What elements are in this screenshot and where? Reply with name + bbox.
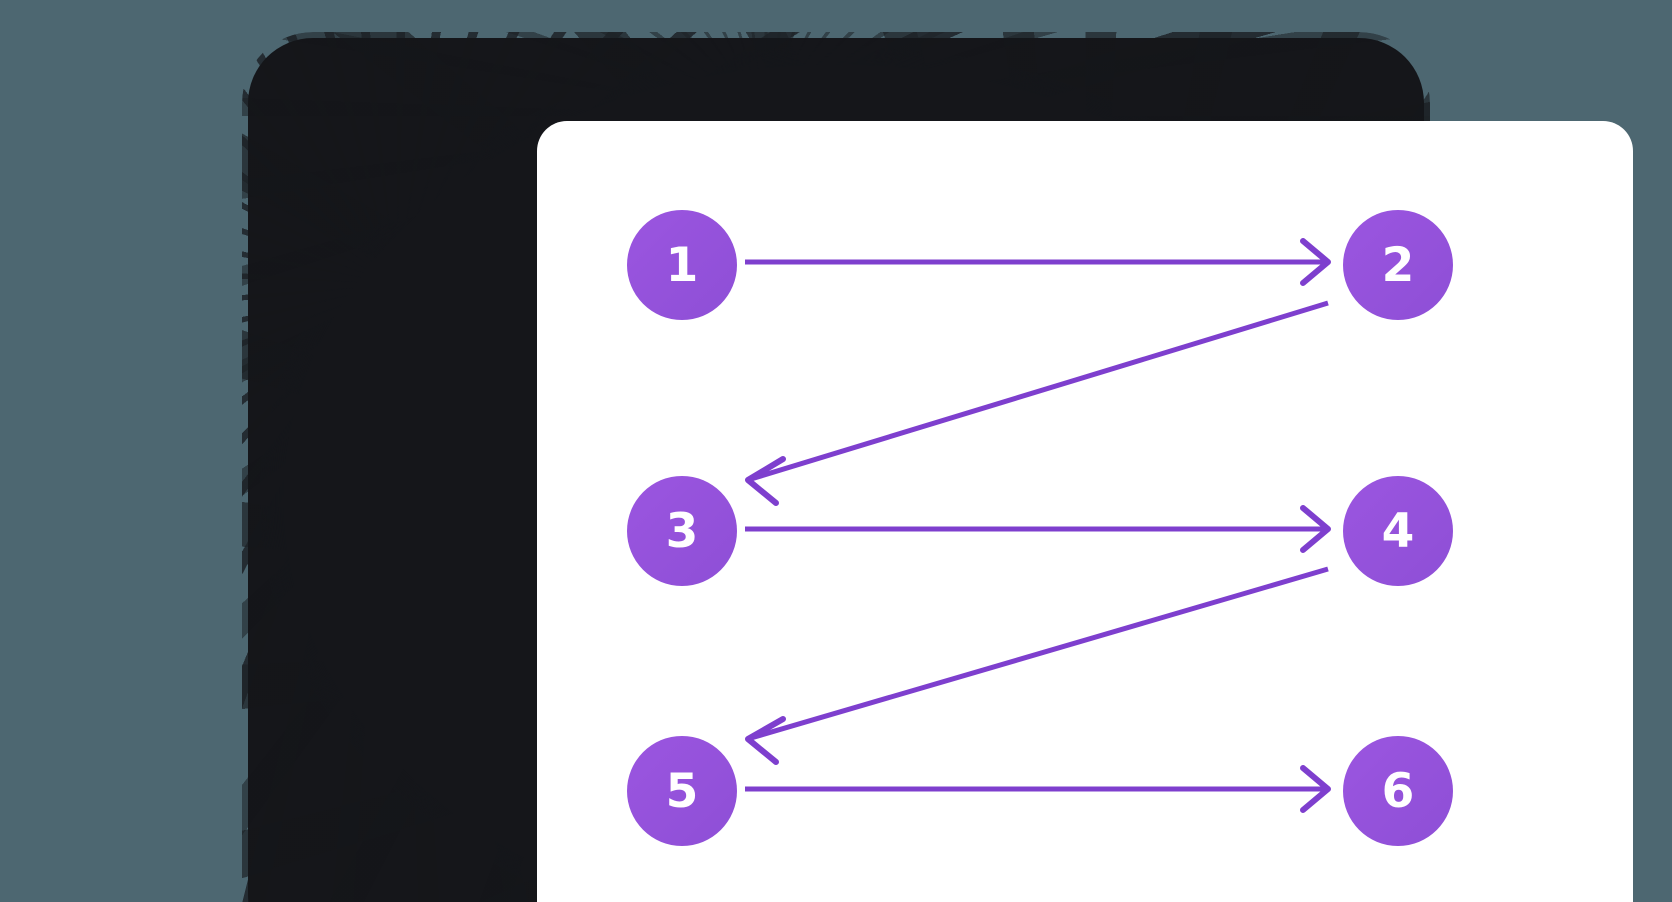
edge-2-3-arrowhead bbox=[745, 456, 786, 506]
graph-node-1[interactable]: 1 bbox=[627, 210, 737, 320]
edge-2-3-line bbox=[750, 300, 1329, 482]
graph-node-3[interactable]: 3 bbox=[627, 476, 737, 586]
edge-4-5-arrowhead bbox=[745, 716, 786, 765]
graph-node-4-label: 4 bbox=[1381, 503, 1415, 559]
edge-4-5-line bbox=[750, 566, 1329, 741]
graph-node-4[interactable]: 4 bbox=[1343, 476, 1453, 586]
edge-5-6-arrowhead bbox=[1300, 765, 1331, 813]
edge-4-5[interactable] bbox=[745, 566, 1329, 765]
graph-node-6-label: 6 bbox=[1381, 763, 1415, 819]
graph-node-2[interactable]: 2 bbox=[1343, 210, 1453, 320]
edge-5-6[interactable] bbox=[745, 765, 1331, 813]
graph-node-6[interactable]: 6 bbox=[1343, 736, 1453, 846]
graph-node-5[interactable]: 5 bbox=[627, 736, 737, 846]
diagram-canvas: 1 2 3 4 5 6 bbox=[537, 121, 1633, 902]
device-screen: 1 2 3 4 5 6 bbox=[537, 121, 1633, 902]
graph-node-1-label: 1 bbox=[665, 237, 699, 293]
graph-node-2-label: 2 bbox=[1381, 237, 1415, 293]
edge-layer bbox=[745, 238, 1331, 813]
edge-1-2-arrowhead bbox=[1300, 238, 1331, 286]
graph-node-3-label: 3 bbox=[665, 503, 699, 559]
edge-2-3[interactable] bbox=[745, 300, 1329, 506]
device-bezel: 1 2 3 4 5 6 bbox=[249, 39, 1633, 902]
edge-3-4-arrowhead bbox=[1300, 505, 1331, 553]
edge-1-2[interactable] bbox=[745, 238, 1331, 286]
edge-3-4[interactable] bbox=[745, 505, 1331, 553]
graph-node-5-label: 5 bbox=[665, 763, 699, 819]
